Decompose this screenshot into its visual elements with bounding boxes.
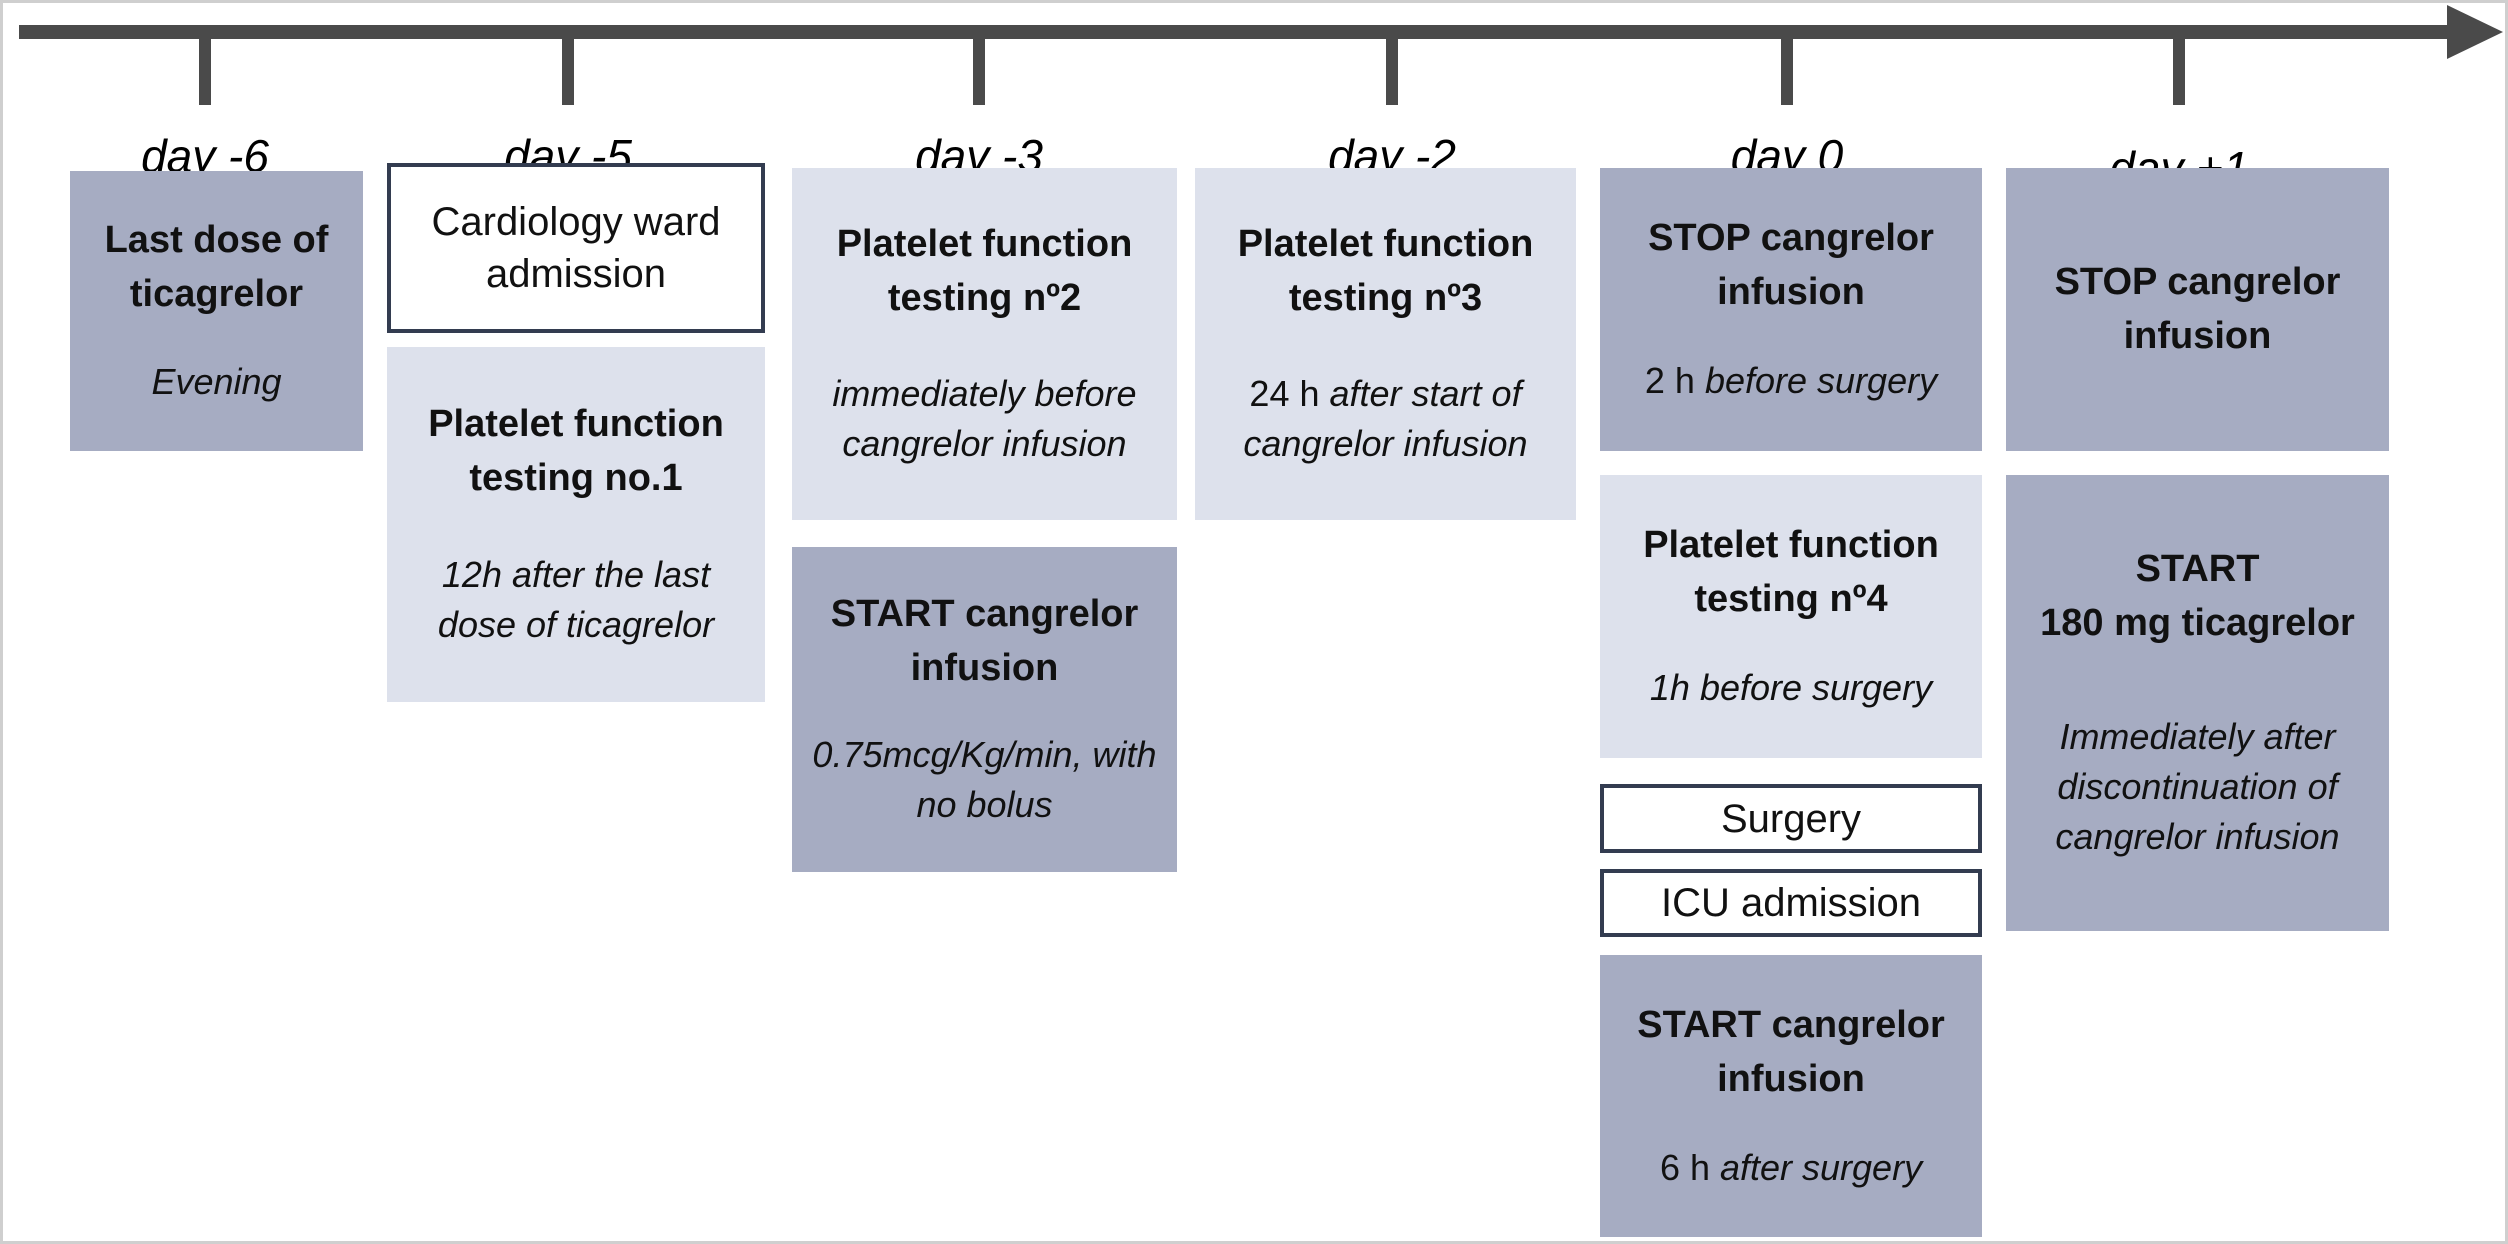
event-title: START cangrelor infusion xyxy=(830,593,1139,690)
event-box-icu-admission: ICU admission xyxy=(1600,869,1982,937)
event-time-detail: Immediately after discontinuation of can… xyxy=(2055,715,2340,858)
event-time-detail: after start of cangrelor infusion xyxy=(1243,372,1528,465)
event-box-restart-cangrelor-infusion: START cangrelor infusion 6 h after surge… xyxy=(1600,955,1982,1237)
event-box-platelet-testing-4: Platelet function testing nº4 1h before … xyxy=(1600,475,1982,758)
timeline-tick-day-minus-5 xyxy=(562,33,574,105)
event-box-surgery: Surgery xyxy=(1600,784,1982,853)
event-box-last-dose-ticagrelor: Last dose of ticagrelor Evening xyxy=(70,171,363,451)
timeline-arrowhead-icon xyxy=(2447,5,2503,59)
event-subtitle: 12h after the last dose of ticagrelor xyxy=(399,550,753,651)
event-text: Surgery xyxy=(1720,796,1862,841)
event-box-platelet-testing-1: Platelet function testing no.1 12h after… xyxy=(387,347,765,702)
event-subtitle: 6 h after surgery xyxy=(1660,1143,1922,1193)
event-box-platelet-testing-3: Platelet function testing nº3 24 h after… xyxy=(1195,168,1576,520)
column-day-minus-2: Platelet function testing nº3 24 h after… xyxy=(1195,168,1576,520)
event-box-cardiology-ward-admission: Cardiology ward admission xyxy=(387,163,765,333)
event-box-stop-cangrelor-infusion-final: STOP cangrelor infusion xyxy=(2006,168,2389,451)
event-title: Platelet function testing no.1 xyxy=(428,403,724,500)
event-subtitle: Immediately after discontinuation of can… xyxy=(2018,712,2377,863)
event-subtitle: 0.75mcg/Kg/min, with no bolus xyxy=(804,730,1165,831)
event-time-detail: 1h before surgery xyxy=(1649,667,1933,709)
timeline-tick-day-minus-6 xyxy=(199,33,211,105)
event-time-prefix: 6 h xyxy=(1659,1146,1720,1188)
event-subtitle: 1h before surgery xyxy=(1650,663,1932,713)
timeline-tick-day-minus-3 xyxy=(973,33,985,105)
event-title: STOP cangrelor infusion xyxy=(1648,217,1934,314)
event-time-prefix: 2 h xyxy=(1644,360,1705,402)
timeline-arrow-line xyxy=(19,25,2453,39)
timeline-tick-day-plus-1 xyxy=(2173,33,2185,105)
column-day-0: STOP cangrelor infusion 2 h before surge… xyxy=(1600,168,1982,1237)
event-time-detail: 0.75mcg/Kg/min, with no bolus xyxy=(812,733,1157,826)
event-title: Platelet function testing nº2 xyxy=(836,223,1133,320)
event-time-detail: immediately before cangrelor infusion xyxy=(832,372,1137,465)
event-subtitle: 24 h after start of cangrelor infusion xyxy=(1207,369,1564,470)
event-box-start-ticagrelor: START 180 mg ticagrelor Immediately afte… xyxy=(2006,475,2389,931)
timeline-tick-day-0 xyxy=(1781,33,1793,105)
column-day-minus-6: Last dose of ticagrelor Evening xyxy=(70,171,363,451)
timeline-tick-day-minus-2 xyxy=(1386,33,1398,105)
event-time-detail: Evening xyxy=(151,361,282,403)
event-title: Last dose of ticagrelor xyxy=(104,219,329,316)
event-box-platelet-testing-2: Platelet function testing nº2 immediatel… xyxy=(792,168,1177,520)
event-title: Platelet function testing nº3 xyxy=(1237,223,1534,320)
event-time-detail: 12h after the last dose of ticagrelor xyxy=(437,553,715,646)
event-text: ICU admission xyxy=(1660,881,1922,925)
column-day-plus-1: STOP cangrelor infusion START 180 mg tic… xyxy=(2006,168,2389,931)
event-subtitle: 2 h before surgery xyxy=(1645,356,1937,406)
event-subtitle: immediately before cangrelor infusion xyxy=(804,369,1165,470)
event-title: START 180 mg ticagrelor xyxy=(2040,548,2355,645)
event-subtitle: Evening xyxy=(151,357,281,407)
event-box-start-cangrelor-infusion: START cangrelor infusion 0.75mcg/Kg/min,… xyxy=(792,547,1177,872)
column-day-minus-3: Platelet function testing nº2 immediatel… xyxy=(792,168,1177,872)
event-title: STOP cangrelor infusion xyxy=(2054,260,2341,357)
event-time-detail: before surgery xyxy=(1704,360,1938,402)
event-time-prefix: 24 h xyxy=(1249,372,1330,414)
event-title: START cangrelor infusion xyxy=(1637,1003,1945,1100)
event-box-stop-cangrelor-infusion: STOP cangrelor infusion 2 h before surge… xyxy=(1600,168,1982,451)
event-time-detail: after surgery xyxy=(1719,1146,1923,1188)
column-day-minus-5: Cardiology ward admission Platelet funct… xyxy=(387,163,765,702)
event-text: Cardiology ward admission xyxy=(431,200,721,296)
event-title: Platelet function testing nº4 xyxy=(1643,524,1939,621)
